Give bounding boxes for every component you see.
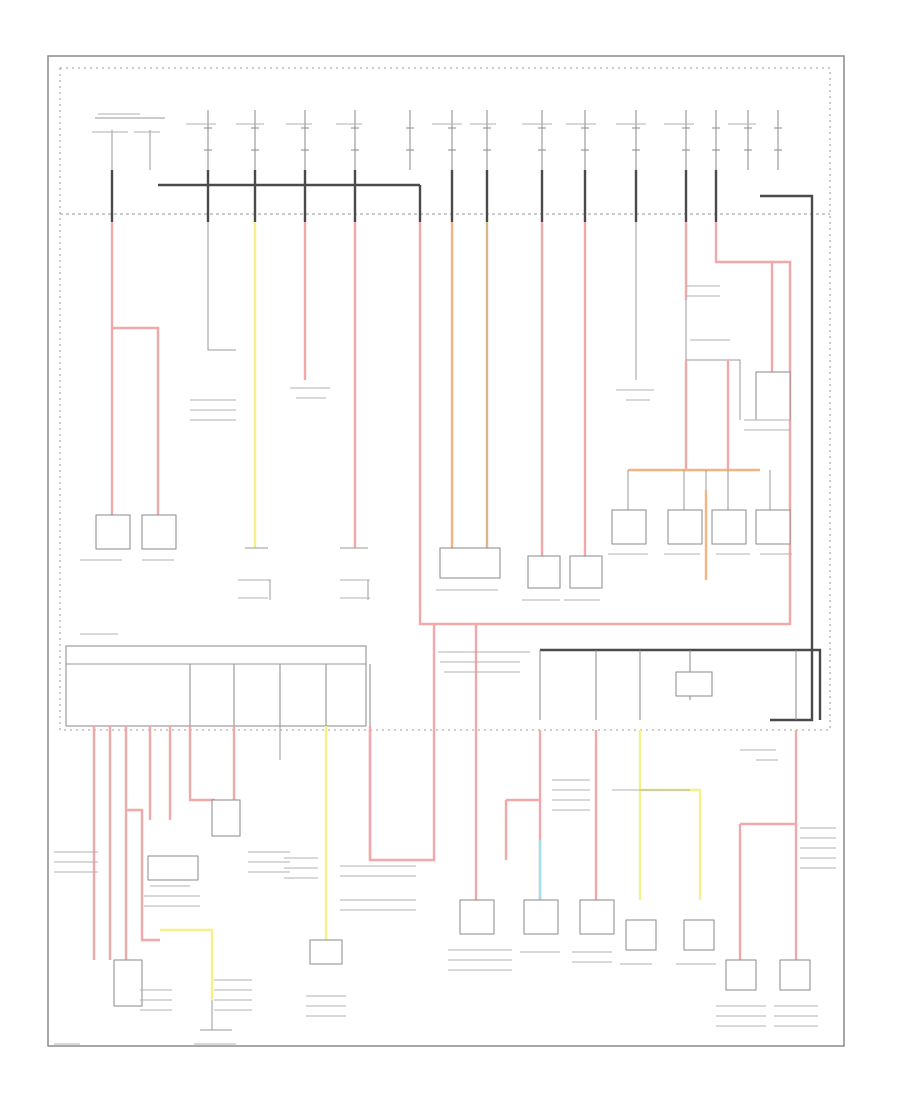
fuse-icon (632, 110, 640, 170)
connector-icon (611, 509, 647, 545)
connector-icon (141, 514, 177, 550)
connector-icon (779, 959, 811, 991)
fuse-icon (204, 110, 212, 170)
connector-icon (667, 509, 703, 545)
label-marks (54, 113, 836, 1045)
fuse-icon (712, 110, 720, 170)
fuse-icon (774, 110, 782, 170)
fuse-box-outline (59, 67, 831, 731)
lower-left-wires (92, 726, 372, 1031)
top-bus-bar (158, 183, 422, 200)
top-fuse-row (95, 110, 782, 170)
lower-left-fuse-block (65, 645, 371, 727)
connector-icon (527, 555, 561, 589)
right-bus-bar (760, 194, 814, 722)
fuse-icon (189, 664, 371, 726)
fuse-icon (744, 110, 752, 170)
lower-right-section (459, 624, 822, 991)
fuse-icon (539, 650, 797, 720)
connector-icon (523, 899, 559, 935)
connector-icon (569, 555, 603, 589)
fuse-icon (301, 110, 309, 170)
connector-icon (683, 919, 715, 951)
fuse-icon (483, 110, 491, 170)
connector-icon (725, 959, 757, 991)
fuse-icon (448, 110, 456, 170)
connector-icon (711, 509, 747, 545)
fuse-icon (406, 110, 414, 170)
fuse-icon (251, 110, 259, 170)
diagram-frame (47, 55, 845, 1047)
connector-icon (625, 919, 657, 951)
fuse-icon (581, 110, 589, 170)
connector-icon (755, 509, 791, 545)
battery-icon (113, 959, 143, 1007)
fuse-icon (351, 110, 359, 170)
connector-icon (95, 514, 131, 550)
fuse-icon (538, 110, 546, 170)
fuse-icon (682, 110, 690, 170)
upper-components (95, 509, 791, 600)
connector-icon (459, 899, 495, 935)
connector-icon (579, 899, 615, 935)
connector-icon (439, 547, 501, 579)
